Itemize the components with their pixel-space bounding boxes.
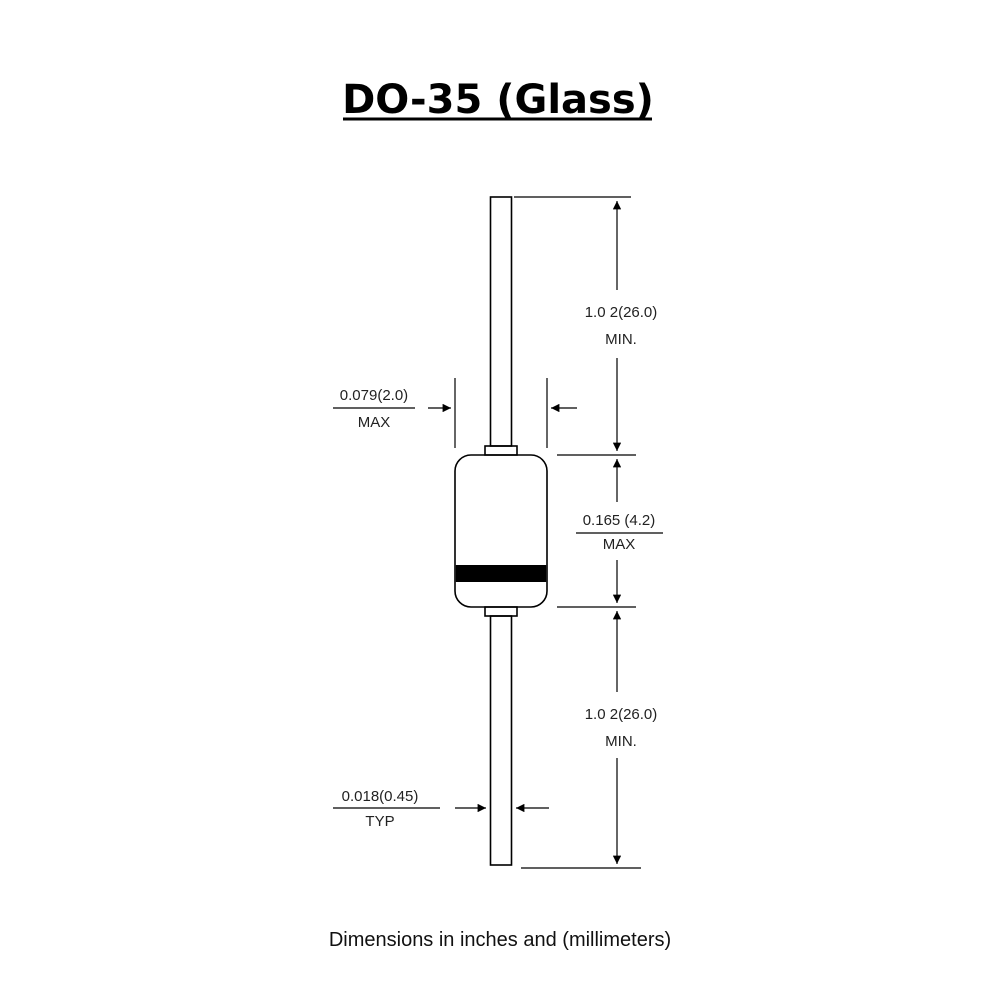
body-length-note: MAX bbox=[603, 536, 636, 553]
top-lead-collar bbox=[484, 445, 518, 456]
title-group: DO-35 (Glass) bbox=[342, 77, 654, 123]
cathode-band bbox=[455, 565, 547, 582]
top-lead-length-value: 1.0 2(26.0) bbox=[585, 304, 658, 321]
units-caption: Dimensions in inches and (millimeters) bbox=[329, 929, 671, 951]
bottom-lead-length-value: 1.0 2(26.0) bbox=[585, 706, 658, 723]
extension-lines bbox=[454, 196, 641, 869]
glass-body bbox=[454, 454, 548, 608]
body-diameter-note: MAX bbox=[358, 414, 391, 431]
top-lead bbox=[489, 196, 513, 447]
top-lead-length-note: MIN. bbox=[605, 331, 637, 348]
dimension-labels: 1.0 2(26.0) MIN. 0.079(2.0) MAX 0.165 (4… bbox=[333, 304, 663, 830]
bottom-lead-length-note: MIN. bbox=[605, 733, 637, 750]
lead-diameter-value: 0.018(0.45) bbox=[342, 788, 419, 805]
bottom-lead bbox=[489, 615, 513, 866]
lead-diameter-note: TYP bbox=[365, 813, 394, 830]
dimension-arrows bbox=[428, 201, 622, 864]
page-title: DO-35 (Glass) bbox=[342, 77, 654, 123]
diode-component bbox=[454, 196, 548, 866]
body-length-value: 0.165 (4.2) bbox=[583, 512, 656, 529]
body-diameter-value: 0.079(2.0) bbox=[340, 387, 408, 404]
bottom-lead-collar bbox=[484, 606, 518, 617]
